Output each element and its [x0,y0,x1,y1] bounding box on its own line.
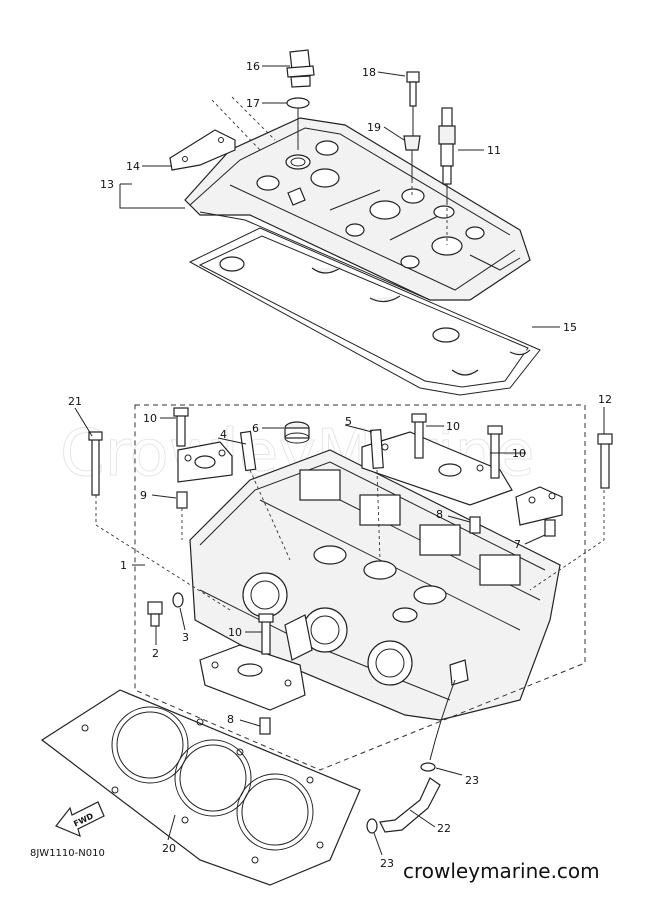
bracket [169,129,236,171]
dowel-7 [544,519,556,537]
hose-line [429,679,456,761]
cam-cap-left-top [177,441,233,483]
callout-4: 4 [220,428,227,441]
cap-bolt-lower [261,617,271,655]
valve-cover [184,117,531,301]
cap-bolt-lower-head [258,613,274,623]
cap-bolt-left-head [173,407,189,417]
grommet [403,135,421,151]
dowel-8-lower [259,717,271,735]
cap-bolt-far-right-head [487,425,503,435]
stud-bolt-12 [600,439,610,489]
callout-7: 7 [514,538,521,551]
callout-8-lower: 8 [227,713,234,726]
callout-10-far-right: 10 [512,447,526,460]
bolt-2 [147,601,163,627]
callout-22: 22 [437,822,451,835]
cover-gasket [188,227,541,396]
pin-5 [369,429,384,469]
callout-10-lower: 10 [228,626,242,639]
callout-9: 9 [140,489,147,502]
fwd-arrow: FWD [55,801,105,838]
clamp-23-lower [366,818,378,834]
hose-22 [379,777,441,833]
pin-4 [239,430,257,472]
head-gasket [40,689,361,886]
assembly-guides [95,96,605,611]
callout-23-upper: 23 [465,774,479,787]
washer-3 [172,592,184,608]
callout-2: 2 [152,647,159,660]
cover-bolt [406,71,420,107]
filler-cap [286,49,315,88]
cam-cap-lower [199,644,306,711]
callout-14: 14 [126,160,140,173]
assembly-frame [134,404,586,771]
callout-3: 3 [182,631,189,644]
callout-labels: 16 17 18 19 11 14 13 15 21 12 10 4 6 5 1… [68,60,612,870]
callout-12: 12 [598,393,612,406]
dowel-9 [176,491,188,509]
cylinder-head [189,449,561,721]
callout-19: 19 [367,121,381,134]
callout-21: 21 [68,395,82,408]
callout-20: 20 [162,842,176,855]
stud-bolt-21-head [88,431,103,441]
stud-bolt-21 [91,434,100,496]
callout-11: 11 [487,144,501,157]
site-url[interactable]: crowleymarine.com [403,859,600,883]
callout-5: 5 [345,415,352,428]
diagram-code: 8JW1110-N010 [30,848,105,859]
callout-15: 15 [563,321,577,334]
callout-1: 1 [120,559,127,572]
cam-cap-right-small [515,486,563,526]
callout-18: 18 [362,66,376,79]
cap-bolt-far-right [490,429,500,479]
callout-6: 6 [252,422,259,435]
dowel-8-upper [469,516,481,534]
callout-8-upper: 8 [436,508,443,521]
callout-16: 16 [246,60,260,73]
callout-23-lower: 23 [380,857,394,870]
cap-bolt-right-head [411,413,427,423]
callout-10-top-right: 10 [446,420,460,433]
callout-17: 17 [246,97,260,110]
o-ring [286,97,310,109]
clamp-23-upper [420,762,436,772]
cap-bolt-right [414,417,424,459]
callout-10-top-left: 10 [143,412,157,425]
callout-13: 13 [100,178,114,191]
plug-6 [284,421,310,444]
stud-bolt-12-head [597,433,613,445]
spark-plug [438,107,456,185]
